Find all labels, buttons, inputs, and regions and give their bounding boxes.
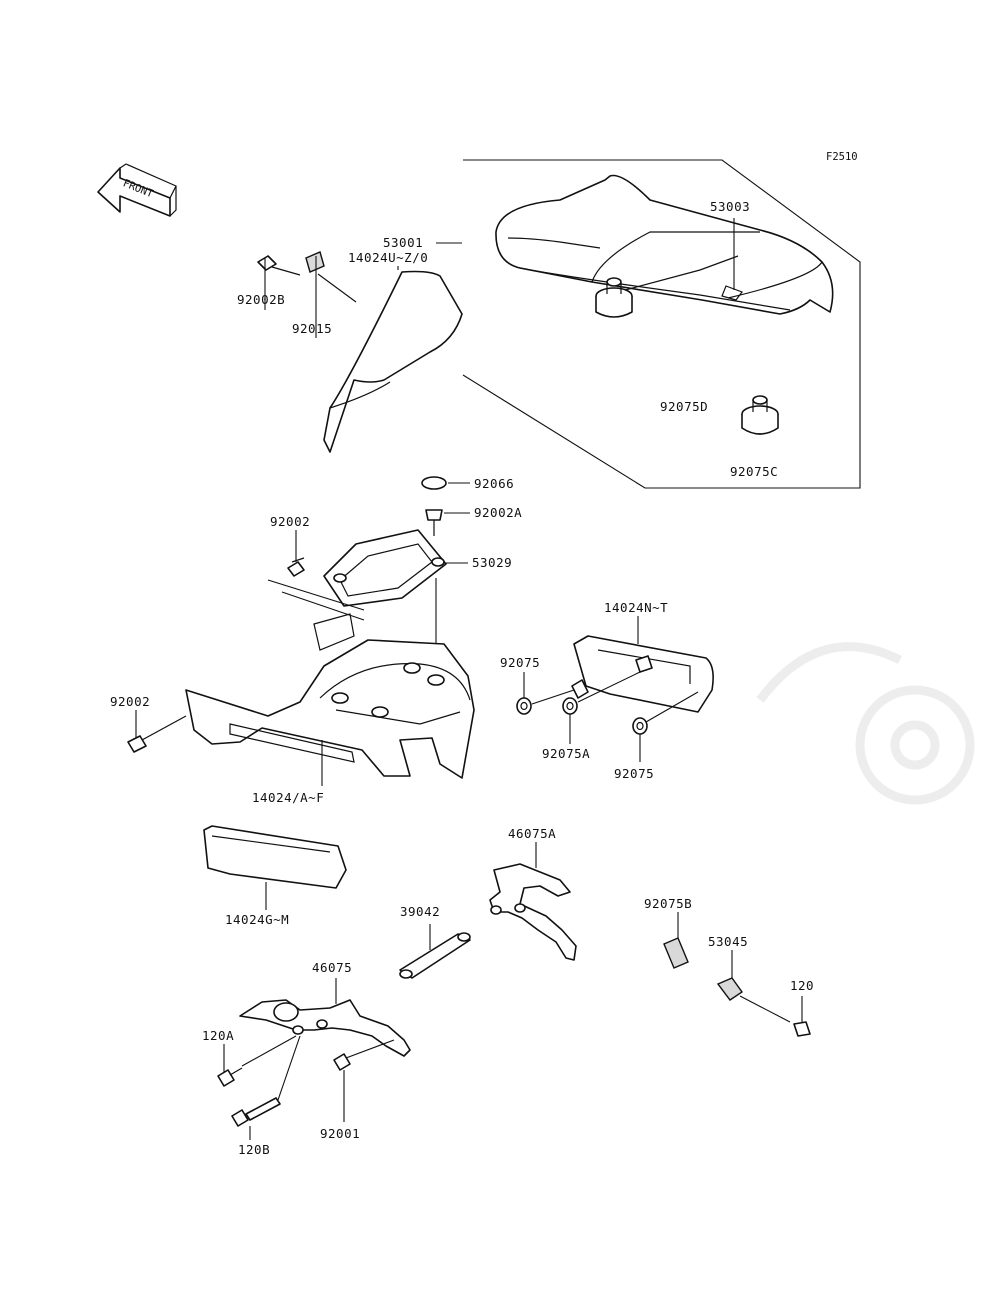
leader-92015-cowl [317,273,357,303]
label-14024UZ0: 14024U~Z/0 [348,250,428,265]
label-92066: 92066 [474,476,514,491]
bolt-120A-icon [217,1067,243,1087]
label-46075A: 46075A [508,826,556,841]
bolt-92001-icon [333,1039,395,1071]
grommet-92075A-icon [562,697,578,715]
leader-92075-lower-link [645,691,699,723]
watermark-hub-icon [890,720,940,770]
damper-92075B-icon [663,937,689,969]
bracket-46075 [239,999,411,1057]
holder-53045-icon [716,977,743,1001]
bolt-92002-left-icon [127,715,187,753]
bracket-46075A [489,863,577,961]
label-92075C: 92075C [730,464,778,479]
label-92002B: 92002B [237,292,285,307]
front-arrow-icon: FRONT [97,163,177,217]
grab-rail-53029 [323,529,447,607]
label-53029: 53029 [472,555,512,570]
label-53003: 53003 [710,199,750,214]
label-92002-top: 92002 [270,514,310,529]
seat-cowl-14024UZ0 [323,270,463,453]
rear-cover-14024AF [185,613,475,779]
seat-group-frame [462,159,861,489]
label-92075: 92075 [500,655,540,670]
label-53001: 53001 [383,235,423,250]
label-120: 120 [790,978,814,993]
label-46075: 46075 [312,960,352,975]
label-14024NT: 14024N~T [604,600,668,615]
leader-92075A-link [577,671,641,703]
side-cover-14024NT [571,635,714,713]
label-92002A: 92002A [474,505,522,520]
watermark-frame-icon [756,642,903,703]
label-14024GM: 14024G~M [225,912,289,927]
label-92001: 92001 [320,1126,360,1141]
side-cover-14024GM [203,825,347,889]
label-92015: 92015 [292,321,332,336]
label-120A: 120A [202,1028,234,1043]
label-14024AF: 14024/A~F [252,790,324,805]
bolt-120B-icon [231,1097,281,1127]
watermark [756,642,975,805]
grommet-92075-icon [516,697,532,715]
label-92075D: 92075D [660,399,708,414]
clip-92015-icon [305,251,325,273]
leader-53045-link [739,995,791,1023]
bolt-120-icon [793,1021,811,1037]
label-92002-left: 92002 [110,694,150,709]
label-39042: 39042 [400,904,440,919]
damper-92075C-icon [741,395,779,435]
grommet-92075-lower-icon [632,717,648,735]
figure-code: F2510 [826,151,858,163]
label-120B: 120B [238,1142,270,1157]
bolt-92002A-icon [425,509,443,536]
label-92075A: 92075A [542,746,590,761]
seat-assembly [495,174,834,315]
cap-92066-icon [421,476,447,490]
tool-39042-icon [399,932,471,979]
label-92075-lower: 92075 [614,766,654,781]
label-53045: 53045 [708,934,748,949]
seat-tag-icon [721,285,743,301]
bolt-92002B-icon [257,255,301,276]
watermark-wheel-icon [855,685,975,805]
leader-92075-link [531,689,575,705]
leader-120B-link [277,1035,301,1101]
label-92075B: 92075B [644,896,692,911]
damper-92075D-icon [595,277,633,318]
bolt-92002-top-icon [287,557,305,577]
leader-120A-link [241,1035,297,1067]
